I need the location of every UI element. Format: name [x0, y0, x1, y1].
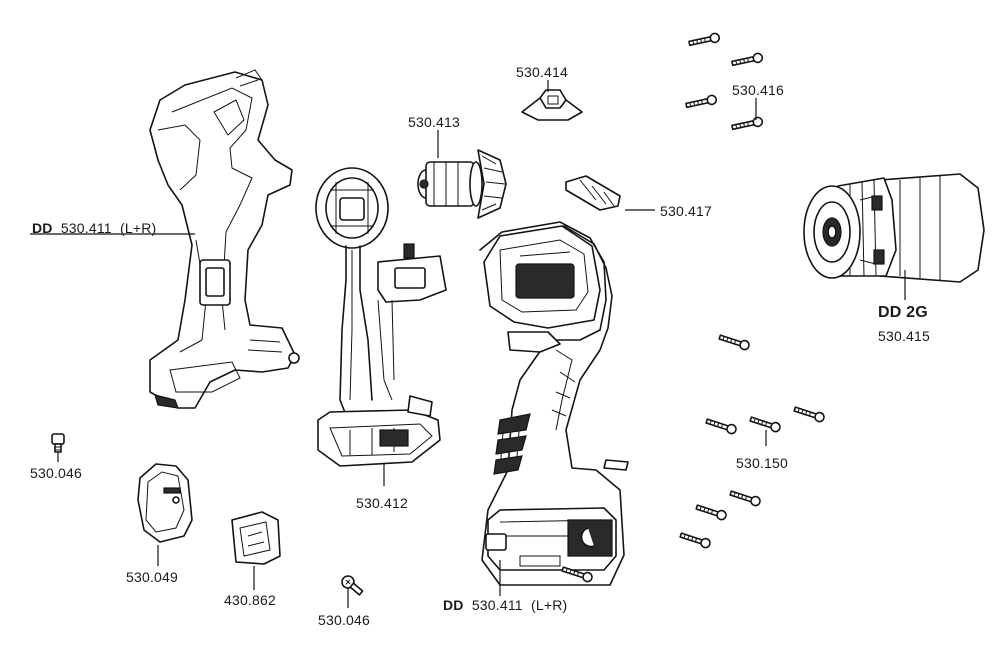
label-belt-clip: 530.049 [126, 569, 179, 585]
label-right-housing: DD 530.411 (L+R) [443, 597, 567, 613]
screws-drawing [51, 32, 825, 596]
left-housing-drawing [149, 69, 300, 409]
label-prefix: DD [32, 220, 53, 236]
gearbox-drawing [803, 173, 985, 283]
label-prefix: DD [443, 597, 464, 613]
label-screw-small-bottom: 530.046 [318, 612, 371, 628]
right-housing-drawing [479, 221, 625, 586]
label-screw-small-left: 530.046 [30, 465, 83, 481]
label-left-housing: DD 530.411 (L+R) [32, 220, 156, 236]
switch-cap-drawing [565, 175, 621, 211]
label-number: 530.411 [471, 597, 523, 613]
top-clip-drawing [521, 89, 583, 121]
label-gearbox-model: DD 2G [878, 304, 928, 321]
label-screws-right: 530.150 [736, 455, 789, 471]
label-motor: 530.413 [408, 114, 461, 130]
label-suffix: (L+R) [119, 220, 157, 236]
leader-lines [30, 80, 906, 608]
bit-holder-drawing [231, 511, 281, 565]
label-gearbox: 530.415 [878, 328, 931, 344]
belt-clip-drawing [137, 463, 193, 543]
label-screws-top: 530.416 [732, 82, 785, 98]
label-number: 530.411 [60, 220, 112, 236]
label-suffix: (L+R) [530, 597, 568, 613]
label-bit-holder: 430.862 [224, 592, 277, 608]
label-switch-assembly: 530.412 [356, 495, 409, 511]
motor-drawing [417, 149, 507, 219]
switch-assembly-drawing [315, 167, 447, 467]
label-switch-cap: 530.417 [660, 203, 713, 219]
label-top-clip: 530.414 [516, 64, 569, 80]
